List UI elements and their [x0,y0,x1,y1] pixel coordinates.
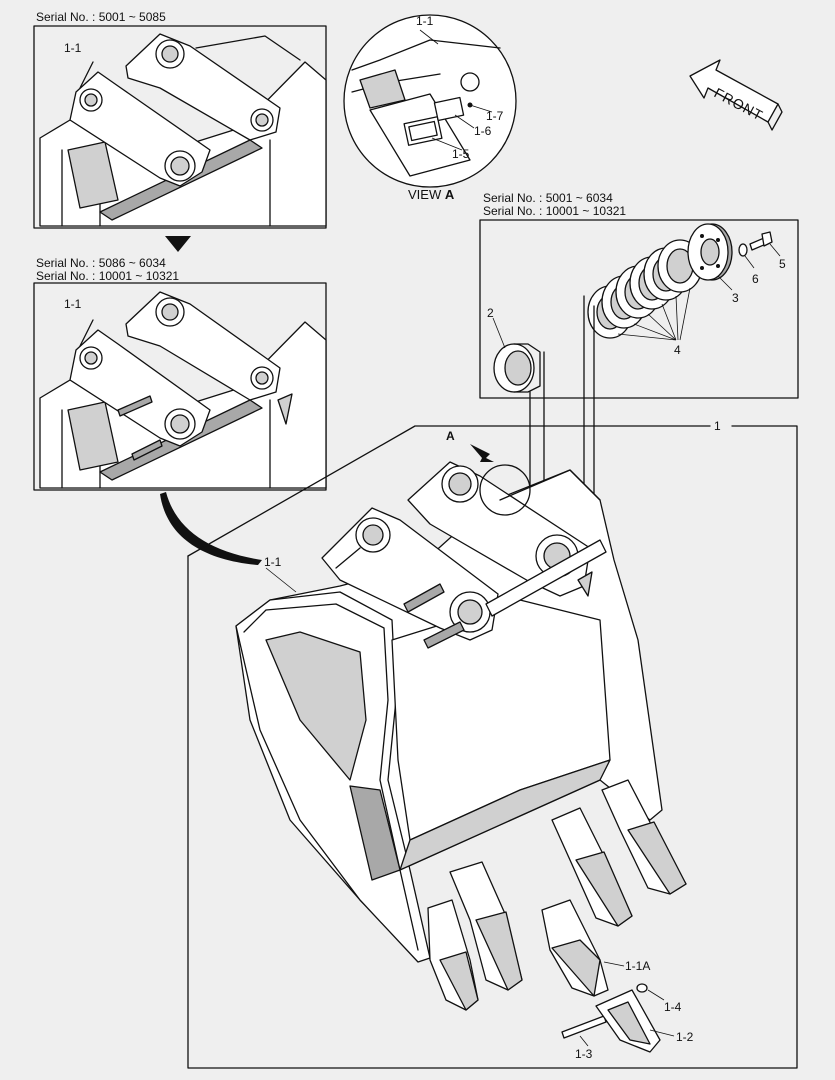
view-a-arrow-icon [470,444,494,462]
main-bucket-box: 1 [187,419,798,1069]
tooth-5 [601,779,687,895]
inset-mid-left: 1-1 [33,282,327,491]
pin-1-3 [561,1015,607,1039]
label-arrow-a: A [446,429,455,443]
label-mid-left-1-1: 1-1 [64,297,82,311]
main-bucket: A [235,429,687,1053]
serial-right-1: Serial No. : 5001 ~ 6034 [483,191,613,205]
label-1-2: 1-2 [676,1030,694,1044]
tooth-2 [449,861,523,991]
front-arrow-icon: FRONT [689,59,783,131]
tooth-4 [551,807,633,927]
serial-right-2: Serial No. : 10001 ~ 10321 [483,204,627,218]
view-a-detail: 1-1 1-7 1-6 1-5 VIEW A [343,14,517,202]
label-part-5: 5 [779,257,786,271]
tooth-1 [427,899,479,1011]
label-1-1a: 1-1A [625,959,650,973]
serial-top-left: Serial No. : 5001 ~ 5085 [36,10,166,24]
arrow-down-icon [165,236,191,252]
tooth-3 [541,899,609,997]
label-view-1-1: 1-1 [416,14,434,28]
serial-mid-left-1: Serial No. : 5086 ~ 6034 [36,256,166,270]
label-1-4: 1-4 [664,1000,682,1014]
label-top-left-1-1: 1-1 [64,41,82,55]
label-1-3: 1-3 [575,1047,593,1061]
lock-1-4 [636,983,648,993]
curved-arrow-icon [160,492,262,565]
label-main-1-1: 1-1 [264,555,282,569]
inset-top-left: 1-1 [33,25,327,229]
label-part-6: 6 [752,272,759,286]
label-part-4: 4 [674,343,681,357]
view-label: VIEW A [408,187,455,202]
pin-assembly-box: 2 4 3 6 5 [479,219,799,399]
label-1-5: 1-5 [452,147,470,161]
label-part-3: 3 [732,291,739,305]
label-part-1: 1 [714,419,721,433]
label-1-7: 1-7 [486,109,504,123]
serial-mid-left-2: Serial No. : 10001 ~ 10321 [36,269,180,283]
label-part-2: 2 [487,306,494,320]
label-1-6: 1-6 [474,124,492,138]
